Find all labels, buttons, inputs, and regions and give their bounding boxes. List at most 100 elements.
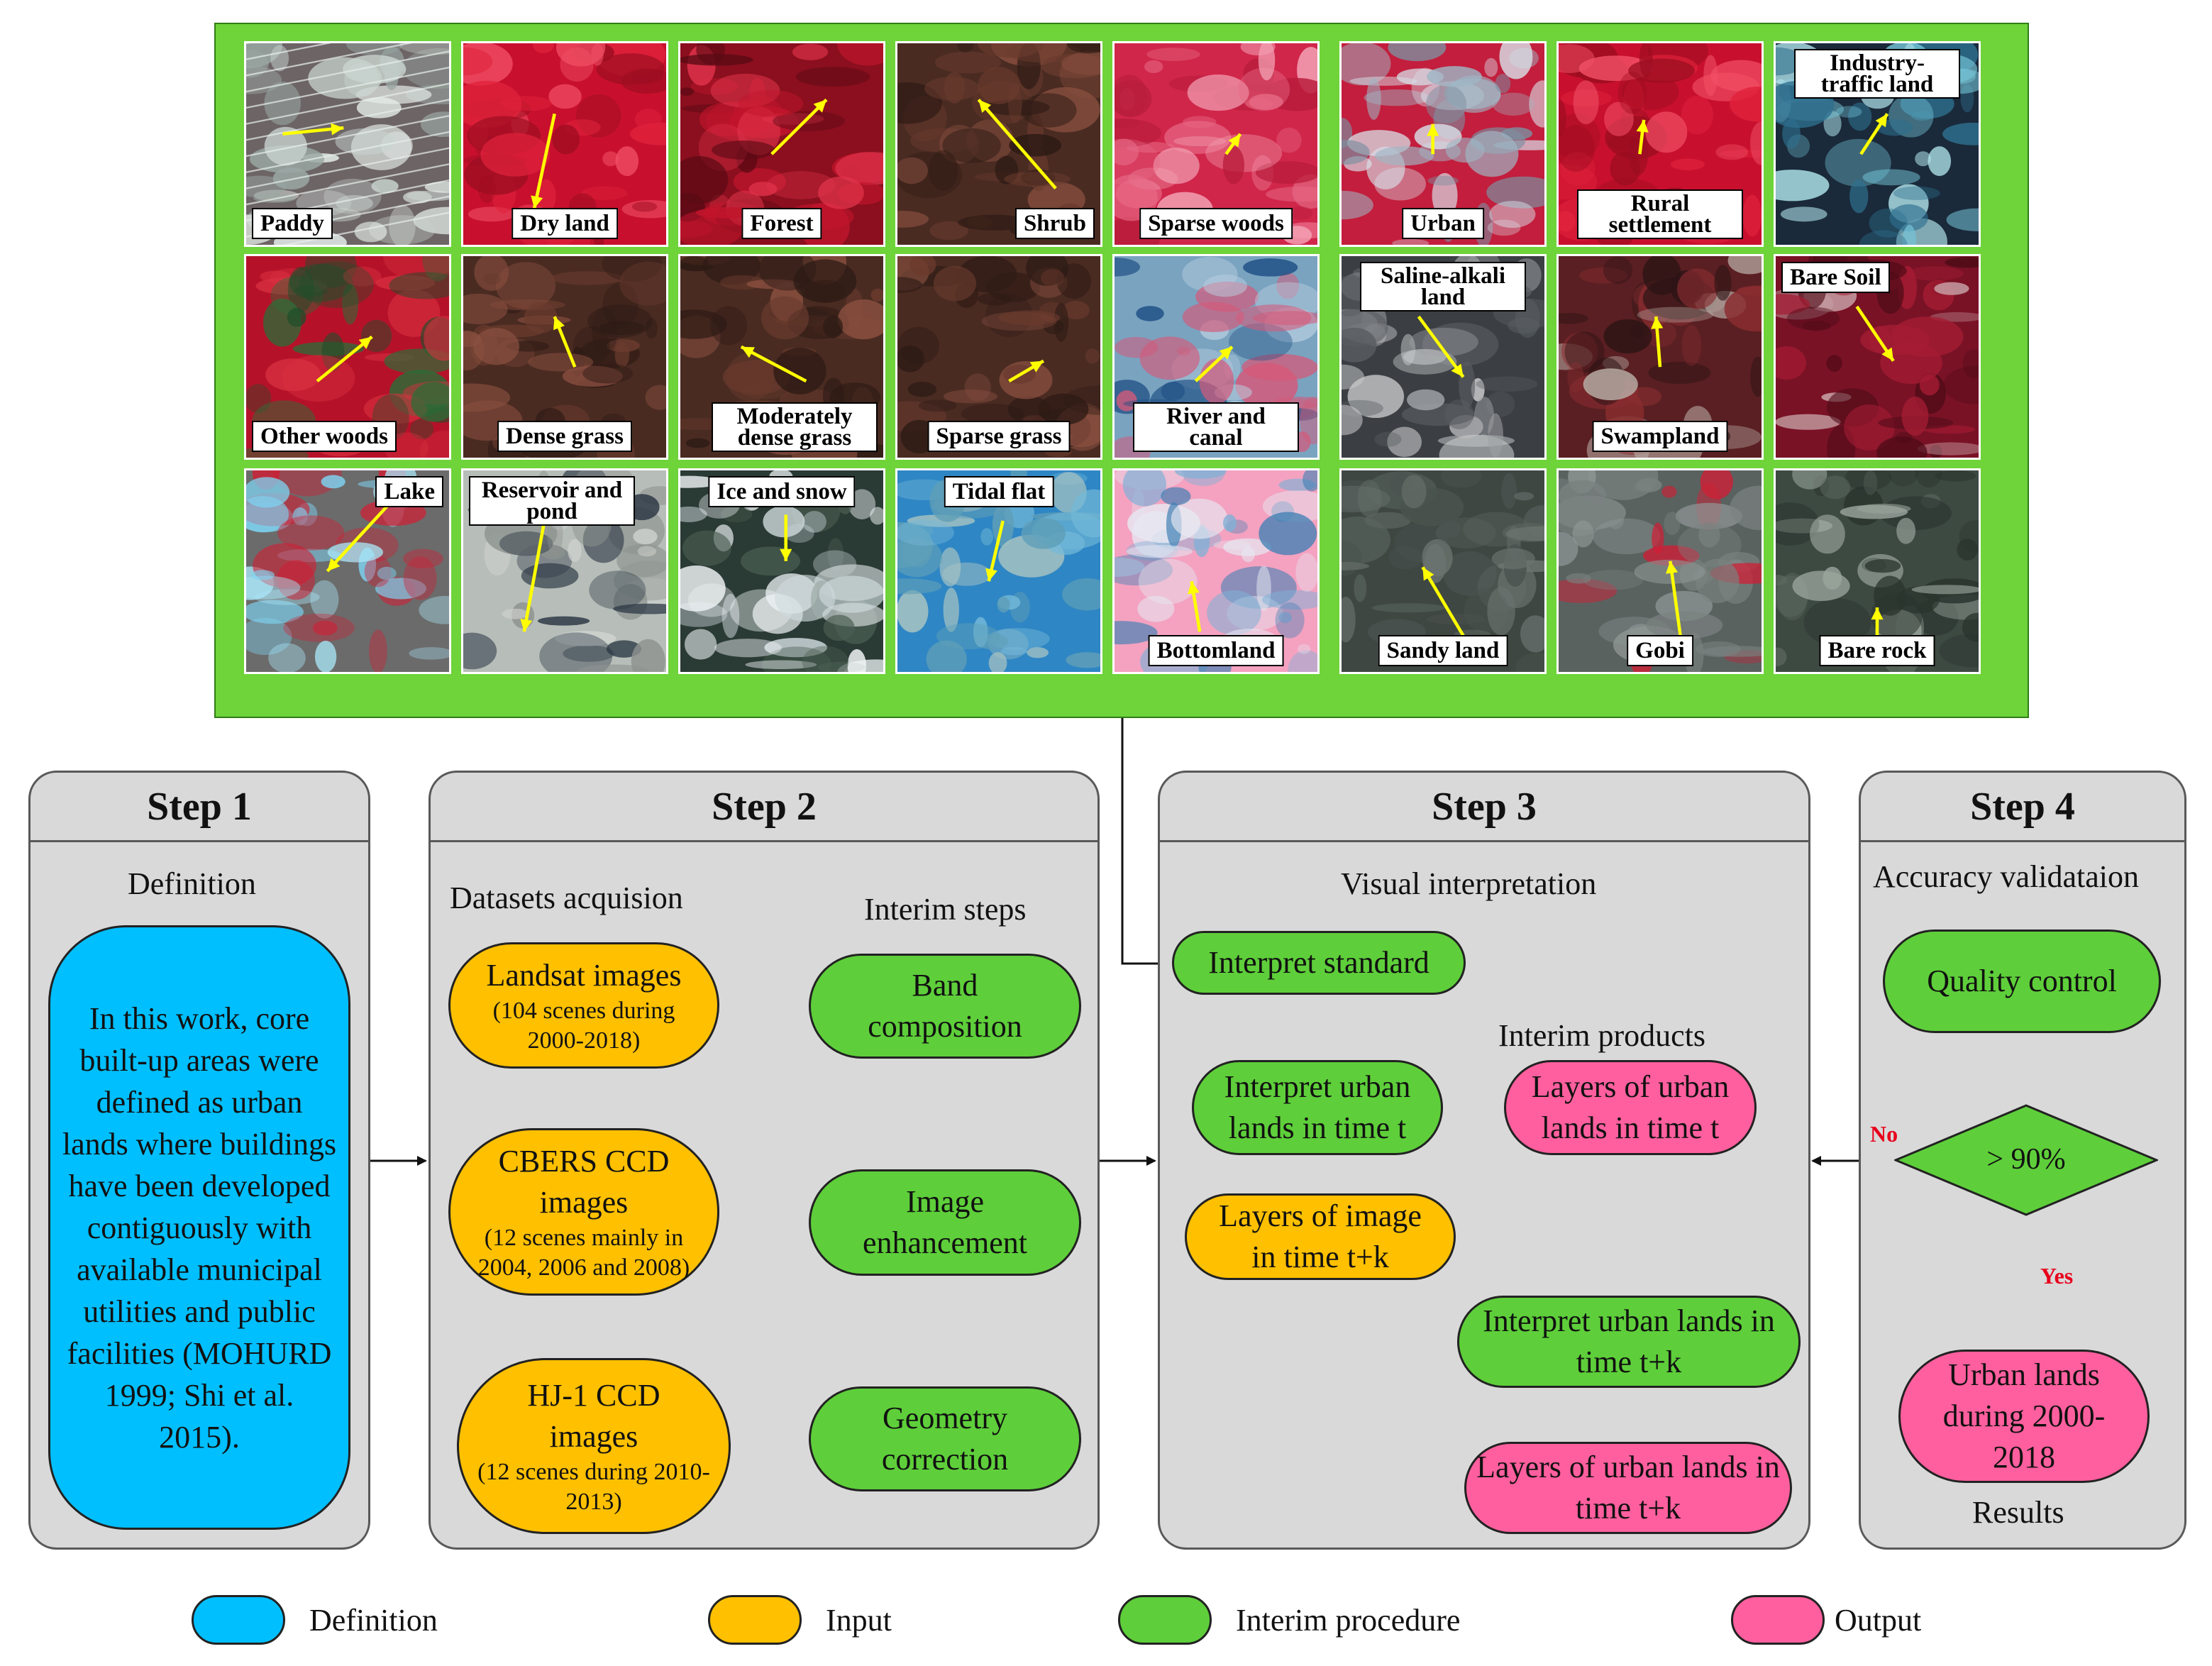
land-cover-tile: Dry land [461, 41, 668, 247]
land-cover-tile: Other woods [244, 254, 451, 460]
pointer-arrowhead [358, 336, 372, 349]
interpret-standard-node: Interpret standard [1172, 931, 1466, 995]
legend-input-swatch [708, 1595, 802, 1645]
land-cover-tile: Forest [678, 41, 885, 247]
step3-title: Step 3 [1160, 773, 1808, 842]
legend-interim-swatch [1118, 1595, 1212, 1645]
pointer-arrowhead [1871, 607, 1884, 620]
step2-title: Step 2 [431, 773, 1097, 842]
land-cover-tile: Bare Soil [1774, 254, 1981, 460]
land-cover-tile: Paddy [244, 41, 451, 247]
step4-title: Step 4 [1861, 773, 2184, 842]
accuracy-label: Accuracy validataion [1873, 859, 2140, 894]
pointer-arrowhead [520, 619, 533, 632]
tile-label: River and canal [1133, 402, 1299, 452]
connector-panel-to-standard [1121, 718, 1172, 969]
land-cover-tile: Sandy land [1339, 468, 1547, 674]
satellite-image-texture [1776, 470, 1979, 672]
satellite-image-texture [246, 470, 449, 672]
land-cover-tile: Moderately dense grass [678, 254, 885, 460]
land-cover-tile: Urban [1339, 41, 1547, 247]
tile-label: Rural settlement [1577, 189, 1743, 239]
legend-interim: Interim procedure [1118, 1595, 1460, 1645]
pointer-arrowhead [741, 346, 755, 358]
tile-label: Lake [375, 476, 443, 507]
land-cover-tile: Lake [244, 468, 451, 674]
urban-lands-result-node: Urban lands during 2000-2018 [1898, 1350, 2150, 1483]
cbers-node: CBERS CCD images(12 scenes mainly in 200… [448, 1128, 719, 1296]
land-cover-tile: Industry-traffic land [1774, 41, 1981, 247]
land-cover-tile: Sparse woods [1112, 41, 1320, 247]
tile-label: Reservoir and pond [469, 476, 635, 526]
pointer-arrow [522, 520, 546, 632]
quality-control-node: Quality control [1883, 929, 2161, 1033]
tile-label: Urban [1402, 208, 1484, 239]
pointer-arrowhead [780, 548, 792, 561]
threshold-diamond [1894, 1104, 2158, 1216]
pointer-arrow [326, 500, 394, 573]
tile-label: Industry-traffic land [1794, 49, 1960, 99]
interpret-time-t-node: Interpret urban lands in time t [1192, 1060, 1443, 1155]
pointer-arrow [1417, 315, 1465, 378]
land-cover-tile: Shrub [895, 41, 1102, 247]
land-cover-tile: Saline-alkali land [1339, 254, 1547, 460]
pointer-arrowhead [553, 316, 565, 331]
tile-label: Ice and snow [708, 476, 856, 507]
pointer-arrowhead [531, 195, 543, 209]
pointer-arrowhead [1881, 347, 1893, 361]
tile-label: Paddy [252, 208, 333, 239]
yes-label: Yes [2040, 1263, 2074, 1289]
image-enhancement-node: Image enhancement [809, 1169, 1081, 1276]
tile-label: Dense grass [497, 421, 632, 452]
land-cover-tile: Sparse grass [895, 254, 1102, 460]
pointer-arrowhead [978, 99, 992, 113]
satellite-image-texture [463, 43, 666, 245]
pointer-arrowhead [1451, 363, 1464, 377]
pointer-arrowhead [1029, 360, 1044, 373]
legend-definition: Definition [192, 1595, 438, 1645]
tile-label: Dry land [511, 208, 618, 239]
pointer-arrowhead [1666, 561, 1679, 574]
hj1-node: HJ-1 CCD images(12 scenes during 2010-20… [457, 1358, 731, 1534]
land-cover-tile: Gobi [1556, 468, 1764, 674]
pointer-arrow [770, 98, 828, 155]
land-cover-tile: Rural settlement [1556, 41, 1764, 247]
tile-label: Tidal flat [944, 476, 1054, 507]
legend-definition-label: Definition [309, 1602, 438, 1638]
pointer-arrowhead [1228, 133, 1241, 148]
layers-time-t-node: Layers of urban lands in time t [1504, 1060, 1757, 1155]
datasets-label: Datasets acquision [450, 881, 683, 915]
tile-label: Shrub [1014, 208, 1095, 239]
legend-interim-label: Interim procedure [1236, 1602, 1461, 1638]
step1-title: Step 1 [31, 773, 368, 842]
pointer-arrowhead [1219, 346, 1232, 360]
pointer-arrowhead [1875, 114, 1888, 128]
landsat-node: Landsat images(104 scenes during 2000-20… [448, 942, 719, 1069]
pointer-arrowhead [1651, 316, 1664, 329]
legend-output-swatch [1731, 1595, 1825, 1645]
pointer-arrowhead [1636, 119, 1649, 133]
land-cover-tile: Swampland [1556, 254, 1764, 460]
land-cover-tile: River and canal [1112, 254, 1320, 460]
pointer-arrowhead [1427, 123, 1439, 136]
results-label: Results [1972, 1495, 2064, 1530]
step3-panel: Step 3 [1158, 771, 1810, 1550]
satellite-image-texture [1342, 470, 1544, 672]
pointer-arrowhead [1422, 567, 1434, 581]
pointer-arrowhead [813, 99, 826, 113]
pointer-arrowhead [985, 568, 997, 582]
land-cover-tile: Tidal flat [895, 468, 1102, 674]
land-cover-tile: Dense grass [461, 254, 668, 460]
tile-label: Bottomland [1148, 635, 1284, 666]
tile-label: Saline-alkali land [1360, 262, 1526, 311]
pointer-arrow [1669, 561, 1682, 636]
legend-definition-swatch [192, 1595, 285, 1645]
land-cover-tile: Bare rock [1774, 468, 1981, 674]
tile-label: Sparse grass [927, 421, 1071, 452]
pointer-arrow [532, 113, 556, 209]
satellite-image-texture [897, 43, 1100, 245]
pointer-arrow [977, 99, 1057, 189]
pointer-arrow [1421, 566, 1465, 637]
pointer-arrow [740, 345, 807, 383]
